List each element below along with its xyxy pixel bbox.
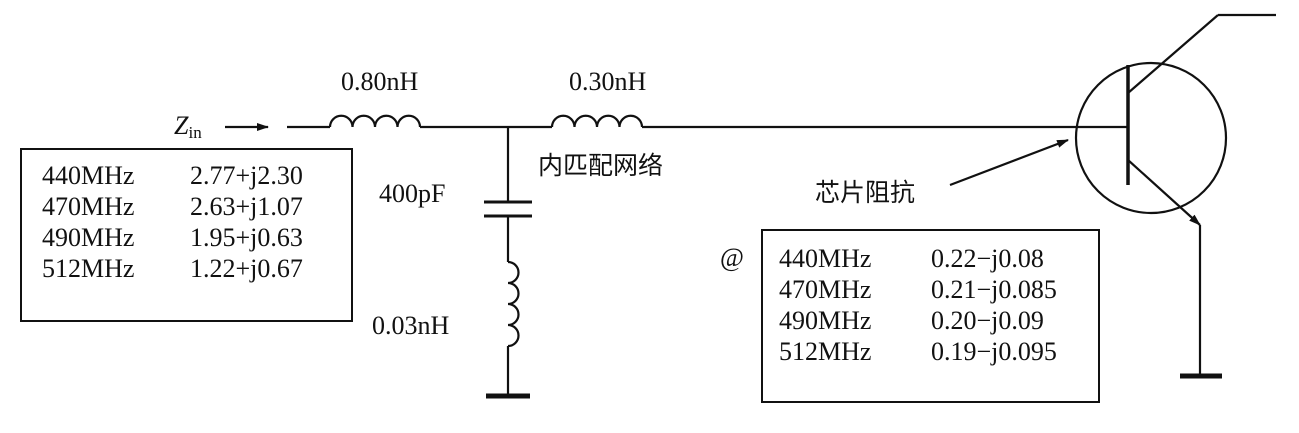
impedance-cell: 1.95+j0.63 [190,223,303,252]
table-row: 470MHz 2.63+j1.07 [42,191,303,222]
impedance-cell: 1.22+j0.67 [190,254,303,283]
freq-cell: 440MHz [779,244,872,273]
table-row: 490MHz 0.20−j0.09 [779,305,1057,336]
capacitor-label: 400pF [379,179,446,208]
freq-cell: 470MHz [42,192,135,221]
transistor-circle [1074,61,1228,215]
freq-cell: 440MHz [42,161,135,190]
chip-impedance-table: 440MHz 0.22−j0.08 470MHz 0.21−j0.085 490… [761,229,1100,403]
table-row: 490MHz 1.95+j0.63 [42,222,303,253]
impedance-cell: 2.77+j2.30 [190,161,303,190]
inductor-003nh [507,260,520,348]
freq-cell: 490MHz [42,223,135,252]
table-row: 440MHz 0.22−j0.08 [779,243,1057,274]
table-row: 512MHz 0.19−j0.095 [779,336,1057,367]
freq-cell: 470MHz [779,275,872,304]
inductor-003nh-label: 0.03nH [372,311,450,340]
table-row: 470MHz 0.21−j0.085 [779,274,1057,305]
chip-impedance-label: 芯片阻抗 [815,178,916,207]
transistor-emitter [1127,159,1201,226]
impedance-cell: 0.19−j0.095 [931,337,1057,366]
at-sign: @ [720,243,744,272]
inductor-030nh-label: 0.30nH [569,67,647,96]
table-row: 512MHz 1.22+j0.67 [42,253,303,284]
zin-label: Zin [174,111,202,142]
inductor-080nh-label: 0.80nH [341,67,419,96]
transistor-collector [1127,14,1219,94]
freq-cell: 512MHz [42,254,135,283]
input-impedance-table: 440MHz 2.77+j2.30 470MHz 2.63+j1.07 490M… [20,148,353,322]
freq-cell: 512MHz [779,337,872,366]
impedance-cell: 0.21−j0.085 [931,275,1057,304]
inductor-030nh [550,114,644,128]
impedance-cell: 2.63+j1.07 [190,192,303,221]
freq-cell: 490MHz [779,306,872,335]
chip-impedance-arrow [949,138,1069,187]
table-row: 440MHz 2.77+j2.30 [42,160,303,191]
impedance-cell: 0.20−j0.09 [931,306,1044,335]
impedance-cell: 0.22−j0.08 [931,244,1044,273]
inductor-080nh [328,114,422,128]
matching-network-label: 内匹配网络 [538,151,664,180]
